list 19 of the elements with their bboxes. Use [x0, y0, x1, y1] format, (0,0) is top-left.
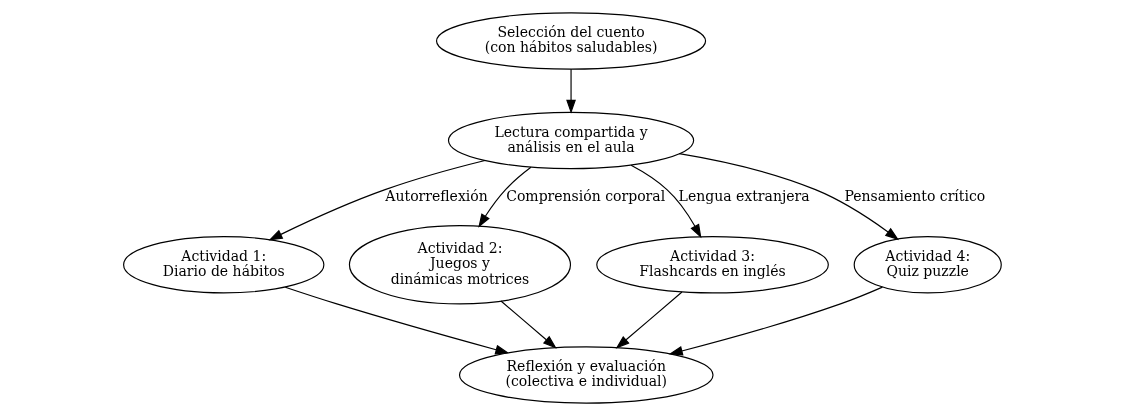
- arrow: [668, 286, 883, 356]
- node-ellipse: Actividad 3: Flashcards en inglés: [595, 236, 829, 294]
- arrow: [268, 159, 486, 241]
- edge-label: Comprensión corporal: [505, 187, 665, 204]
- arrow: [477, 166, 531, 228]
- arrow: [630, 164, 701, 239]
- node-ellipse: Actividad 4: Quiz puzzle: [853, 236, 1002, 294]
- arrow: [678, 153, 899, 241]
- edge-label: Pensamiento crítico: [844, 187, 985, 204]
- edge-label: Autorreflexión: [384, 187, 488, 204]
- node-ellipse: Actividad 1: Diario de hábitos: [122, 236, 324, 294]
- arrow: [284, 286, 509, 355]
- node-ellipse: Lectura compartida y análisis en el aula: [447, 111, 694, 170]
- arrow: [499, 300, 557, 349]
- arrow: [615, 291, 683, 349]
- edge-label: Lengua extranjera: [678, 187, 810, 204]
- node-ellipse: Actividad 2: Juegos y dinámicas motrices: [348, 225, 571, 305]
- arrow: [565, 68, 576, 114]
- node-ellipse: Selección del cuento (con hábitos saludables): [435, 12, 706, 70]
